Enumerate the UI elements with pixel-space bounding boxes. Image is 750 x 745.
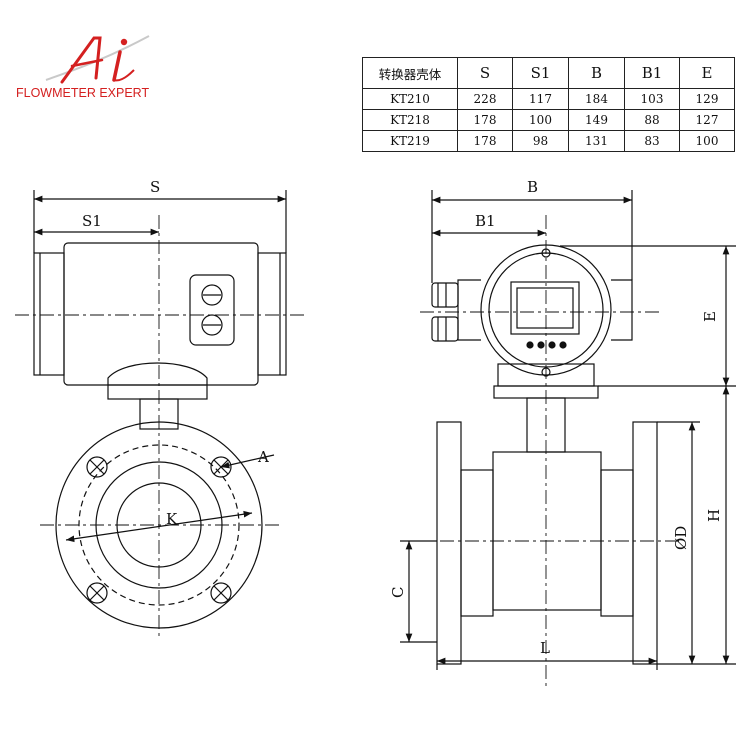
- table-cell: 100: [679, 130, 735, 152]
- dim-label-c: C: [389, 587, 407, 598]
- flange-left: [436, 421, 462, 665]
- cable-gland-icon: [431, 282, 459, 342]
- dim-label-h: H: [705, 509, 723, 522]
- logo-ai-mark-icon: [45, 35, 150, 84]
- dim-label-a: A: [257, 448, 269, 466]
- table-cell: 129: [679, 88, 735, 110]
- dimension-table: 转换器壳体 S S1 B B1 E KT210 228 117 184 103 …: [362, 57, 735, 152]
- dim-label-l: L: [540, 639, 550, 657]
- table-header-cell: 转换器壳体: [362, 57, 458, 89]
- side-view: [15, 190, 305, 640]
- brand-logo: FLOWMETER EXPERT: [14, 30, 164, 110]
- keypad-icon: [526, 341, 567, 349]
- table-cell: KT219: [362, 130, 458, 152]
- logo-tagline: FLOWMETER EXPERT: [16, 86, 150, 100]
- flange-right: [632, 421, 658, 665]
- dim-label-b1: B1: [475, 212, 496, 230]
- dim-label-od: ØD: [672, 526, 690, 550]
- table-cell: 127: [679, 109, 735, 131]
- table-cell: 83: [624, 130, 680, 152]
- table-cell: 100: [512, 109, 569, 131]
- dim-label-s: S: [150, 178, 160, 196]
- button-window: [189, 274, 235, 346]
- converter-housing: [63, 242, 259, 386]
- table-cell: 178: [457, 130, 513, 152]
- dim-label-e: E: [701, 311, 719, 322]
- table-header-cell: B: [568, 57, 625, 89]
- dim-label-s1: S1: [82, 212, 102, 230]
- display-window: [510, 281, 580, 335]
- table-header-row: 转换器壳体 S S1 B B1 E: [362, 57, 735, 89]
- table-header-cell: S1: [512, 57, 569, 89]
- bolt-holes: [86, 456, 232, 604]
- knob-icon: [201, 314, 223, 336]
- housing-end-cap-right: [257, 252, 287, 376]
- table-cell: KT218: [362, 109, 458, 131]
- table-row: KT219 178 98 131 83 100: [362, 130, 735, 152]
- knob-icon: [201, 284, 223, 306]
- table-cell: 184: [568, 88, 625, 110]
- meter-body: [492, 451, 602, 611]
- dim-label-b: B: [527, 178, 538, 196]
- table-row: KT218 178 100 149 88 127: [362, 109, 735, 131]
- dim-label-k: K: [166, 510, 178, 528]
- front-view: [400, 190, 736, 690]
- housing-end-cap-left: [33, 252, 65, 376]
- housing-dome: [107, 362, 208, 385]
- table-cell: 98: [512, 130, 569, 152]
- table-header-cell: E: [679, 57, 735, 89]
